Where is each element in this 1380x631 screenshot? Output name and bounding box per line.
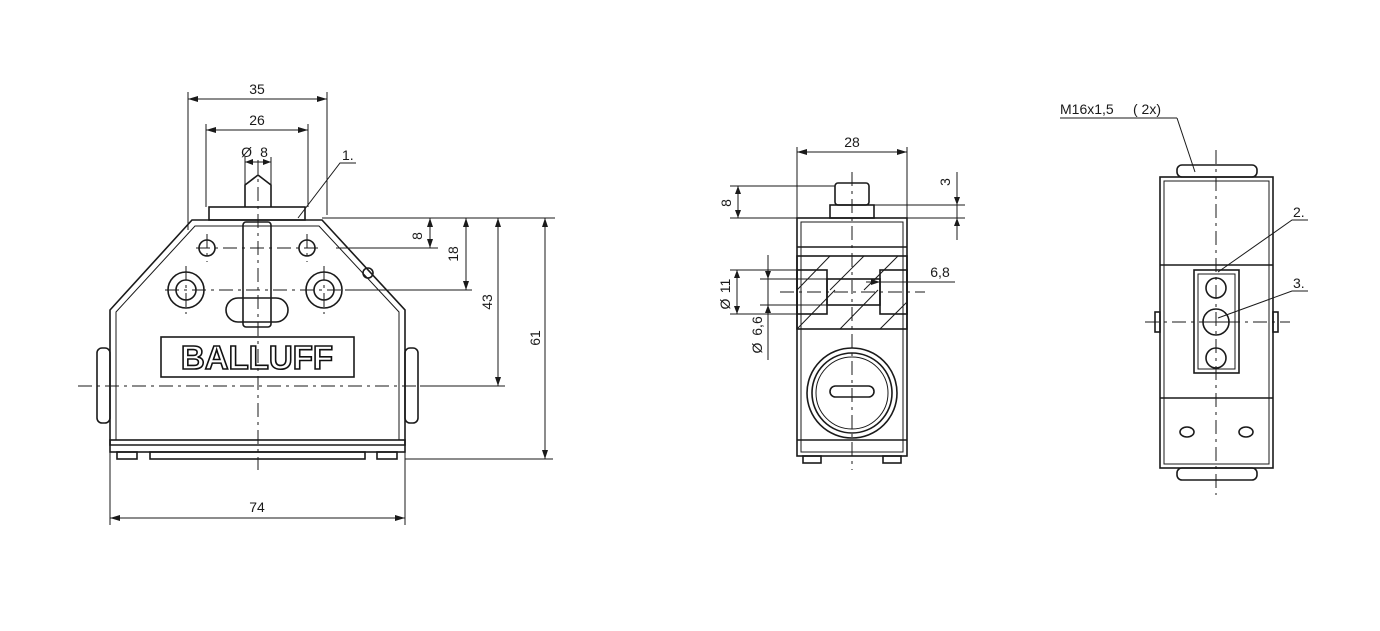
hatch-2 <box>829 255 865 291</box>
dim-74-label: 74 <box>249 499 265 515</box>
rear-hole-left <box>1179 426 1195 438</box>
thread-leader <box>1176 117 1196 173</box>
callout-1-leader <box>297 162 356 219</box>
callout-3-leader <box>1217 290 1308 319</box>
dim8s-arrows <box>735 186 741 218</box>
rear-hole-right <box>1238 426 1254 438</box>
dim-8s-label: 8 <box>718 199 734 207</box>
dim-26-label: 26 <box>249 112 265 128</box>
side-foot-right <box>882 455 902 464</box>
hatch-1 <box>796 255 831 291</box>
dim-61-label: 61 <box>527 330 543 346</box>
front-foot-left <box>116 451 138 460</box>
dim-43-label: 43 <box>479 294 495 310</box>
callout-2-leader <box>1217 219 1308 273</box>
dim-11-diameter-symbol: Ø <box>717 298 733 309</box>
hatch-6 <box>879 301 908 330</box>
rear-view: M16x1,5 ( 2x) 2. 3. <box>1060 101 1308 495</box>
callout-2: 2. <box>1293 204 1305 220</box>
dim8v-arrows <box>427 218 433 248</box>
front-foot-right <box>376 451 398 460</box>
callout-3: 3. <box>1293 275 1305 291</box>
dim-3-label: 3 <box>937 178 953 186</box>
dim-66-diameter-symbol: Ø <box>749 342 765 353</box>
hatch-3 <box>863 255 899 291</box>
dim68-arrow <box>871 279 880 285</box>
dim-28-label: 28 <box>844 134 860 150</box>
thread-count: ( 2x) <box>1133 101 1161 117</box>
front-plunger <box>244 173 272 207</box>
dim-8-diameter-symbol: Ø <box>241 144 252 160</box>
front-view: BALLUFF 35 26 Ø 8 1. <box>78 81 555 525</box>
dim18-arrows <box>463 218 469 290</box>
rear-gland-bottom <box>1176 467 1258 481</box>
dim-68-label: 6,8 <box>930 264 950 280</box>
logo-text: BALLUFF <box>181 339 333 376</box>
dim-35-label: 35 <box>249 81 265 97</box>
dim-8v-label: 8 <box>409 232 425 240</box>
dim-11-label: 11 <box>717 279 733 294</box>
rear-gland-top <box>1176 164 1258 178</box>
thread-label: M16x1,5 <box>1060 101 1114 117</box>
dim-18-label: 18 <box>445 246 461 262</box>
dim-66-label: 6,6 <box>749 316 765 336</box>
front-plunger-base <box>208 206 306 221</box>
callout-1: 1. <box>342 147 354 163</box>
front-boss <box>362 267 374 279</box>
front-slot <box>242 221 272 328</box>
dim-8-label: 8 <box>260 144 268 160</box>
side-view: 28 8 3 Ø 11 Ø 6,6 6,8 <box>717 134 965 470</box>
front-slot-oval <box>225 297 289 323</box>
side-foot-left <box>802 455 822 464</box>
dim3-arrows <box>954 197 960 226</box>
hatch-5 <box>839 289 879 330</box>
hatch-4 <box>796 289 836 330</box>
dim8-arrows <box>245 159 271 165</box>
